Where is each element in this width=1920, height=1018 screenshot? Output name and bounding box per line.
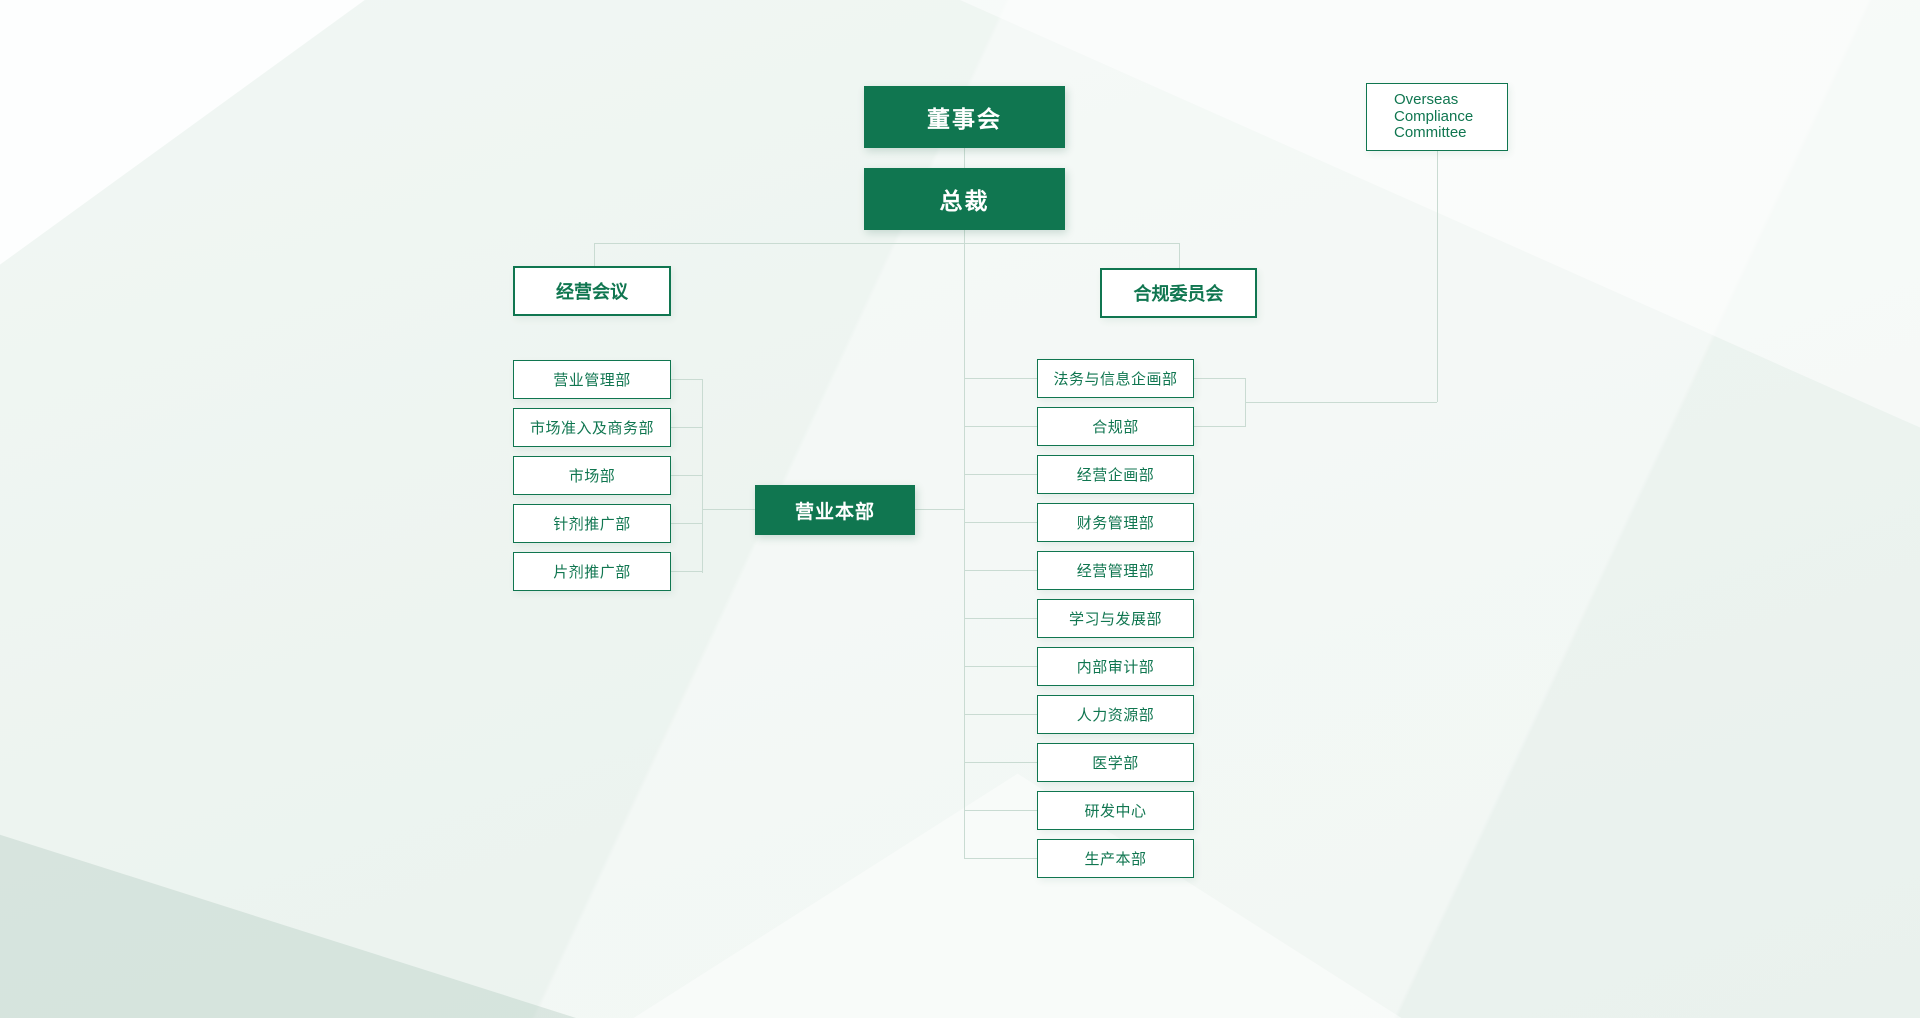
department-box: 经营企画部	[1037, 455, 1194, 494]
department-box: 合规部	[1037, 407, 1194, 446]
node-sales-division: 营业本部	[755, 485, 915, 535]
connector-drop-compliance-committee	[1179, 243, 1180, 268]
connector-left-stub-2	[671, 427, 703, 428]
node-compliance-committee: 合规委员会	[1100, 268, 1257, 318]
connector-sales-right	[915, 509, 965, 510]
connector-left-stub-5	[671, 571, 703, 572]
connector-right-stub-6	[965, 618, 1037, 619]
connector-overseas-vertical	[1437, 151, 1438, 402]
connector-center-trunk	[964, 230, 965, 859]
department-box: 内部审计部	[1037, 647, 1194, 686]
connector-right-stub-11	[965, 858, 1037, 859]
connector-right-stub-5	[965, 570, 1037, 571]
connector-left-bracket	[702, 379, 703, 573]
connector-right-stub-7	[965, 666, 1037, 667]
department-box: 针剂推广部	[513, 504, 671, 543]
connector-junction-horizontal	[594, 243, 1180, 244]
connector-left-stub-3	[671, 475, 703, 476]
department-box: 市场准入及商务部	[513, 408, 671, 447]
connector-right-stub-1	[965, 378, 1037, 379]
connector-right-stub-2	[965, 426, 1037, 427]
connector-right-stub-9	[965, 762, 1037, 763]
connector-drop-management-meeting	[594, 243, 595, 266]
department-box: 经营管理部	[1037, 551, 1194, 590]
connector-left-stub-1	[671, 379, 703, 380]
department-box: 人力资源部	[1037, 695, 1194, 734]
connector-right-stub-10	[965, 810, 1037, 811]
department-box: 研发中心	[1037, 791, 1194, 830]
department-box: 营业管理部	[513, 360, 671, 399]
connector-board-president	[964, 148, 965, 168]
connector-overseas-horizontal	[1245, 402, 1437, 403]
department-box: 市场部	[513, 456, 671, 495]
node-president: 总裁	[864, 168, 1065, 230]
department-box: 片剂推广部	[513, 552, 671, 591]
department-box: 医学部	[1037, 743, 1194, 782]
connector-compliance-dept-right-stub	[1194, 426, 1245, 427]
connector-left-stub-4	[671, 523, 703, 524]
connector-right-stub-4	[965, 522, 1037, 523]
department-box: 生产本部	[1037, 839, 1194, 878]
department-box: 法务与信息企画部	[1037, 359, 1194, 398]
connector-right-stub-3	[965, 474, 1037, 475]
node-board-of-directors: 董事会	[864, 86, 1065, 148]
node-overseas-compliance-committee: Overseas Compliance Committee	[1366, 83, 1508, 151]
department-box: 学习与发展部	[1037, 599, 1194, 638]
department-box: 财务管理部	[1037, 503, 1194, 542]
node-management-meeting: 经营会议	[513, 266, 671, 316]
connector-right-stub-8	[965, 714, 1037, 715]
connector-sales-left	[702, 509, 755, 510]
connector-legal-right-stub	[1194, 378, 1245, 379]
